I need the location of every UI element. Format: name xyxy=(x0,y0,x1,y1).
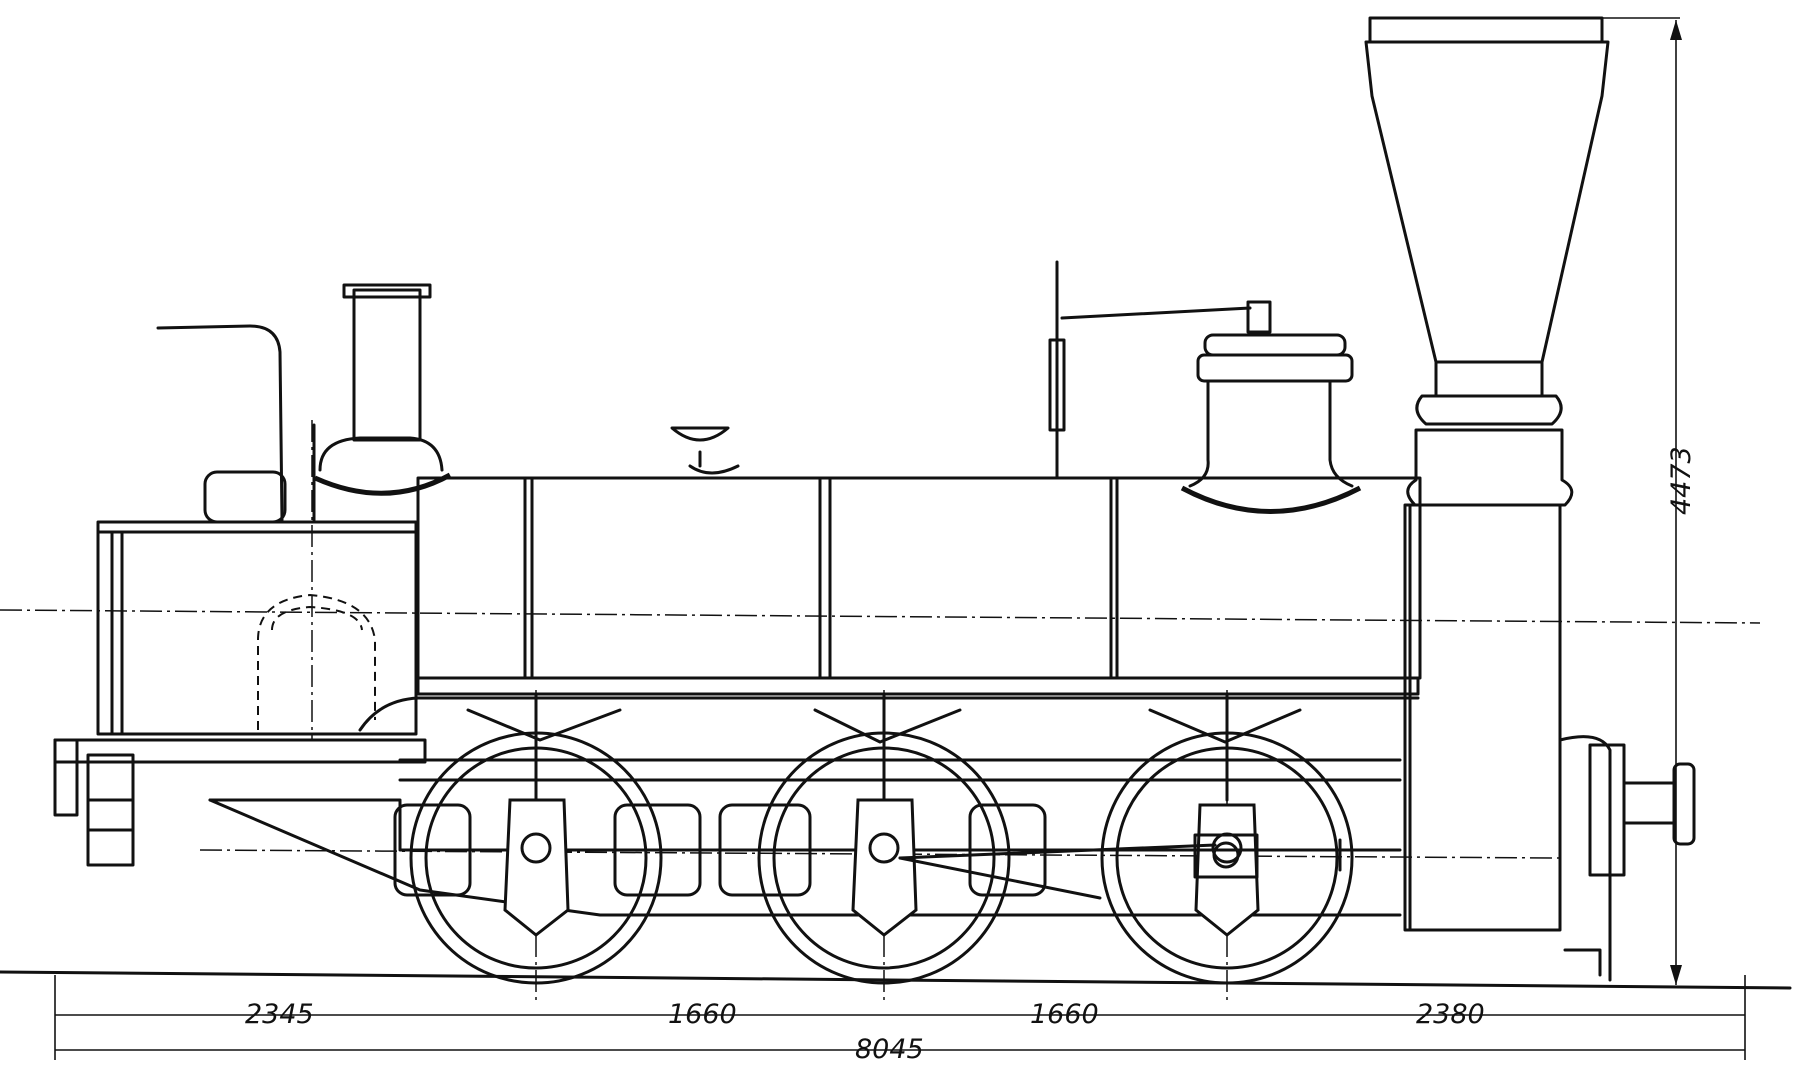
running-board xyxy=(358,676,1420,732)
cab xyxy=(96,324,418,736)
cylinder xyxy=(898,833,1397,900)
dim-label-4473: 4473 xyxy=(1666,446,1697,515)
dim-label-1660-a: 1660 xyxy=(668,999,737,1030)
steam-dome xyxy=(1180,333,1362,514)
smokebox xyxy=(1403,503,1612,982)
rear-buffer xyxy=(53,738,135,867)
safety-valve xyxy=(1048,260,1272,480)
dim-label-2345: 2345 xyxy=(245,999,314,1030)
rail-line xyxy=(0,970,1792,990)
dim-label-2380: 2380 xyxy=(1416,999,1485,1030)
boiler xyxy=(416,426,1422,680)
front-buffer xyxy=(1563,743,1696,977)
rear-dome xyxy=(313,283,452,496)
dim-label-1660-b: 1660 xyxy=(1030,999,1099,1030)
dimension-lines xyxy=(54,17,1746,1060)
dim-label-8045: 8045 xyxy=(855,1034,924,1065)
axle-boxes xyxy=(503,798,1260,937)
side-boxes xyxy=(393,803,1047,897)
chimney xyxy=(1364,16,1610,507)
